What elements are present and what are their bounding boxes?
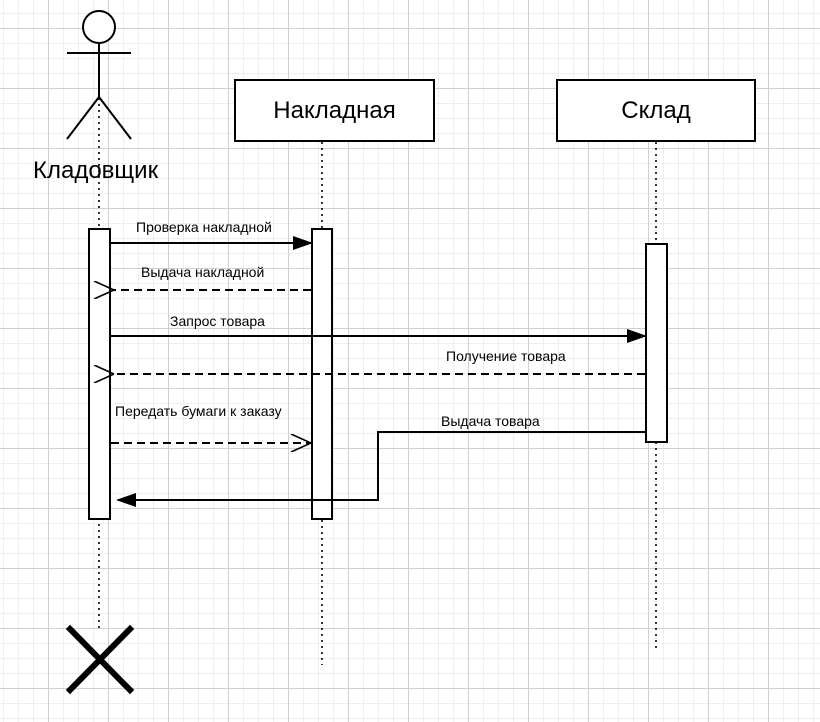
message-label-m4: Получение товара — [446, 348, 566, 364]
warehouse-object-label: Склад — [621, 96, 691, 124]
warehouse-object-box: Склад — [556, 79, 756, 142]
message-label-m2: Выдача накладной — [141, 264, 265, 280]
message-label-m6: Выдача товара — [441, 413, 540, 429]
invoice-object-box: Накладная — [234, 79, 435, 142]
message-label-m3: Запрос товара — [170, 313, 265, 329]
actor-stick-figure-icon — [66, 10, 132, 140]
actor-activation-bar — [88, 228, 111, 520]
message-label-m5: Передать бумаги к заказу — [115, 403, 282, 419]
warehouse-activation-bar — [645, 243, 668, 443]
destroy-x-icon — [65, 624, 135, 695]
actor-label: Кладовщик — [33, 157, 159, 184]
invoice-object-label: Накладная — [273, 96, 396, 124]
message-arrow-m6 — [116, 431, 645, 507]
message-label-m1: Проверка накладной — [136, 219, 272, 235]
